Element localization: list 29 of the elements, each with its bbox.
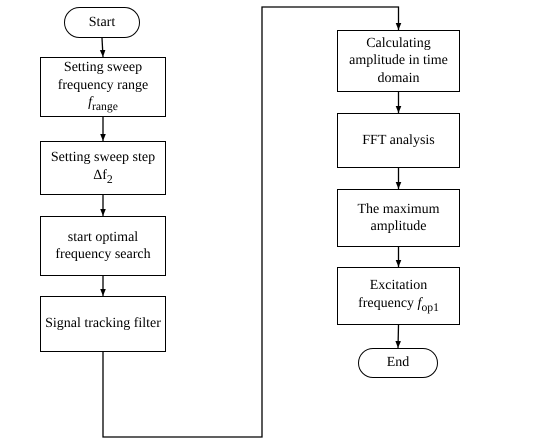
process-box bbox=[40, 216, 166, 276]
node-label: Setting sweep frequency range f$_{range}$ bbox=[56, 59, 150, 115]
arrow bbox=[100, 38, 106, 58]
node-label: Excitation frequency f$_{op1}$ bbox=[357, 277, 440, 315]
process-box bbox=[337, 113, 460, 168]
node-label: The maximum amplitude bbox=[356, 200, 441, 236]
terminal-shape bbox=[358, 348, 438, 378]
node-label: FFT analysis bbox=[361, 132, 436, 150]
process-box bbox=[40, 141, 166, 195]
arrow bbox=[100, 117, 106, 141]
node-label: Signal tracking filter bbox=[44, 315, 162, 333]
arrow bbox=[395, 324, 401, 348]
arrow bbox=[100, 276, 106, 296]
node-label: Calculating amplitude in time domain bbox=[348, 34, 449, 88]
process-box bbox=[337, 30, 460, 92]
arrow bbox=[396, 168, 402, 189]
node-label: Start bbox=[88, 14, 116, 32]
terminal-shape bbox=[64, 7, 140, 38]
process-box bbox=[40, 57, 166, 117]
process-box bbox=[337, 189, 460, 247]
arrow bbox=[100, 195, 106, 216]
node-label: End bbox=[386, 354, 410, 372]
process-box bbox=[40, 296, 166, 352]
arrow bbox=[102, 6, 402, 438]
node-label: start optimal frequency search bbox=[54, 228, 152, 264]
node-label: Setting sweep step Δf$_{2}$ bbox=[50, 149, 156, 187]
process-box bbox=[337, 267, 460, 325]
arrow bbox=[396, 247, 402, 267]
arrow bbox=[396, 92, 402, 113]
